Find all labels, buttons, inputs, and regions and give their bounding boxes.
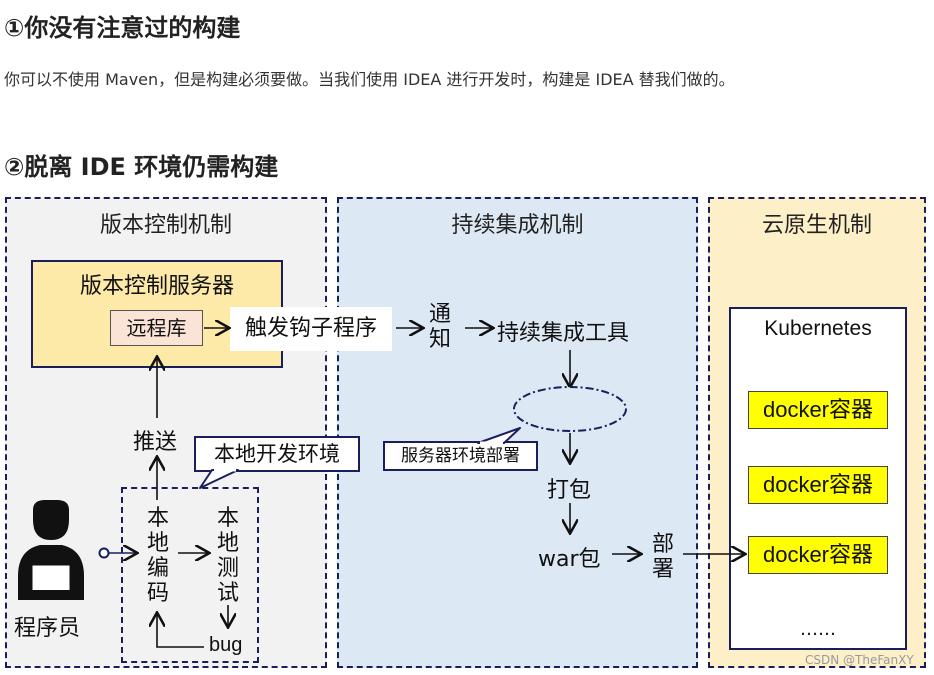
local-code-char-4: 码 xyxy=(146,581,169,606)
paragraph-1: 你可以不使用 Maven，但是构建必须要做。当我们使用 IDEA 进行开发时，构… xyxy=(4,70,735,89)
notify-label: 通 知 xyxy=(428,302,452,352)
kubernetes-label: Kubernetes xyxy=(764,317,872,340)
local-env-callout: 本地开发环境 xyxy=(194,436,360,472)
docker-container-3: docker容器 xyxy=(748,536,888,574)
docker-container-2: docker容器 xyxy=(748,466,888,504)
ci-panel: 持续集成机制 xyxy=(337,197,698,668)
local-dev-box xyxy=(121,487,259,663)
cloud-panel-title: 云原生机制 xyxy=(761,213,872,238)
docker-container-1: docker容器 xyxy=(748,391,888,429)
local-code-char-3: 编 xyxy=(146,556,169,581)
local-test-label: 本 地 测 试 xyxy=(216,506,240,606)
local-test-char-2: 地 xyxy=(216,531,239,556)
ellipsis-label: …… xyxy=(800,619,836,640)
maven-label: Maven xyxy=(539,396,601,418)
package-label: 打包 xyxy=(547,478,592,503)
local-test-char-1: 本 xyxy=(216,506,239,531)
local-code-char-2: 地 xyxy=(146,531,169,556)
ci-panel-title: 持续集成机制 xyxy=(451,213,584,238)
war-label: war包 xyxy=(538,547,601,572)
remote-repo-box: 远程库 xyxy=(110,310,203,346)
heading-2: ②脱离 IDE 环境仍需构建 xyxy=(4,153,279,181)
local-code-char-1: 本 xyxy=(146,506,169,531)
notify-char-1: 通 xyxy=(428,302,451,327)
ci-tool-label: 持续集成工具 xyxy=(497,321,630,346)
local-code-label: 本 地 编 码 xyxy=(146,506,170,606)
notify-char-2: 知 xyxy=(428,327,451,352)
watermark: CSDN @TheFanXY xyxy=(805,653,914,667)
server-deploy-callout: 服务器环境部署 xyxy=(383,441,538,471)
heading-1: ①你没有注意过的构建 xyxy=(4,14,241,42)
push-label: 推送 xyxy=(133,430,178,455)
bug-label: bug xyxy=(209,634,243,656)
local-test-char-3: 测 xyxy=(216,556,239,581)
hook-box: 触发钩子程序 xyxy=(230,307,392,351)
programmer-label: 程序员 xyxy=(14,616,81,641)
vcs-server-label: 版本控制服务器 xyxy=(79,274,234,299)
vcs-panel-title: 版本控制机制 xyxy=(99,213,232,238)
deploy-label: 部 署 xyxy=(651,532,675,582)
local-test-char-4: 试 xyxy=(216,581,239,606)
deploy-char-2: 署 xyxy=(651,557,674,582)
deploy-char-1: 部 xyxy=(651,532,674,557)
